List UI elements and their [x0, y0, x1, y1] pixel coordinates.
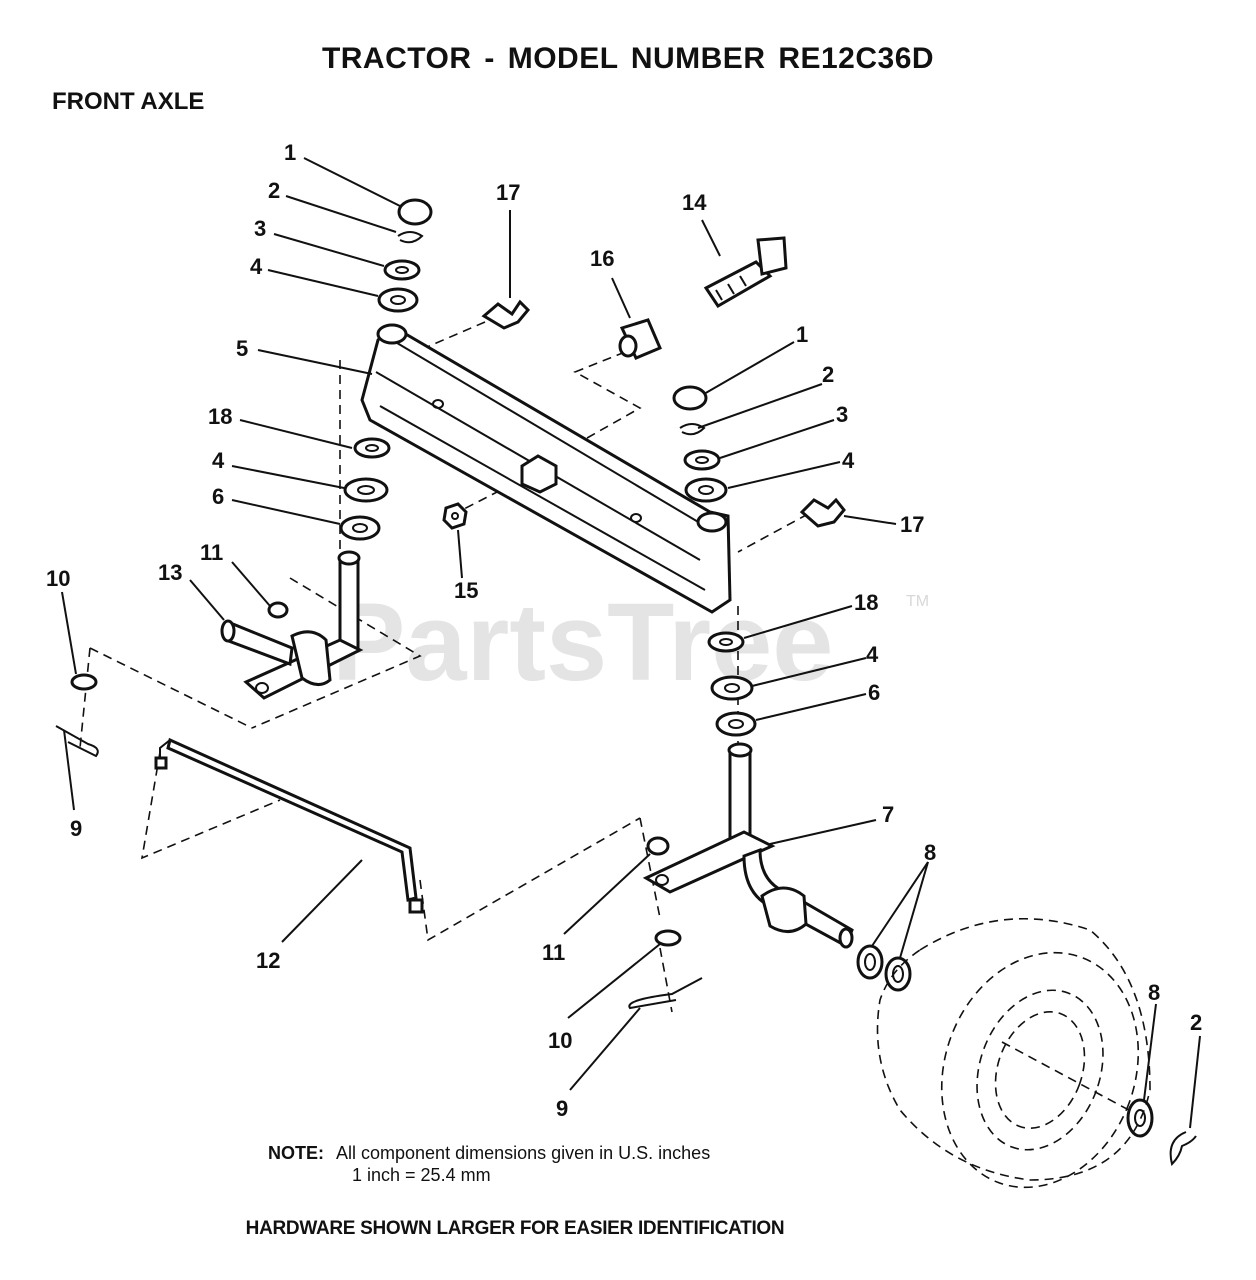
callout-9: 9 — [556, 1096, 568, 1121]
page-title: TRACTOR - MODEL NUMBER RE12C36D — [321, 42, 935, 75]
callout-3: 3 — [836, 402, 848, 427]
tie-rod — [154, 737, 424, 914]
callout-14: 14 — [682, 190, 707, 215]
callout-2: 2 — [822, 362, 834, 387]
callout-1: 1 — [796, 322, 808, 347]
assembly-lines — [79, 321, 1141, 1117]
callout-1: 1 — [284, 140, 296, 165]
watermark-tm: TM — [906, 593, 929, 610]
hardware-note: HARDWARE SHOWN LARGER FOR EASIER IDENTIF… — [245, 1218, 785, 1239]
callout-18: 18 — [854, 590, 878, 615]
callout-4: 4 — [212, 448, 225, 473]
cap-1 — [397, 198, 433, 226]
callout-16: 16 — [590, 246, 614, 271]
callout-6: 6 — [212, 484, 224, 509]
callout-11: 11 — [200, 540, 223, 565]
note-line-2: 1 inch = 25.4 mm — [352, 1165, 491, 1185]
left-spindle — [220, 550, 364, 700]
front-wheel — [876, 917, 1151, 1189]
note-label: NOTE: — [268, 1143, 324, 1163]
callout-labels: 1 2 3 4 5 18 4 6 11 13 10 9 17 16 14 1 2… — [46, 140, 1202, 1121]
callout-2: 2 — [1190, 1010, 1202, 1035]
callout-18: 18 — [208, 404, 232, 429]
callout-4: 4 — [866, 642, 879, 667]
callout-10: 10 — [548, 1028, 572, 1053]
callout-4: 4 — [250, 254, 263, 279]
callout-10: 10 — [46, 566, 70, 591]
callout-6: 6 — [868, 680, 880, 705]
callout-17: 17 — [496, 180, 520, 205]
callout-8: 8 — [1148, 980, 1160, 1005]
axle-beam — [360, 323, 732, 614]
section-title: FRONT AXLE — [52, 88, 205, 115]
dimension-note: NOTE: All component dimensions given in U… — [268, 1142, 710, 1186]
callout-4: 4 — [842, 448, 855, 473]
callout-17: 17 — [900, 512, 924, 537]
right-spindle — [642, 742, 854, 949]
callout-2: 2 — [268, 178, 280, 203]
callout-12: 12 — [256, 948, 280, 973]
callout-9: 9 — [70, 816, 82, 841]
watermark: PartsTree — [332, 581, 833, 704]
clip-2 — [397, 231, 424, 244]
leader-lines — [61, 157, 1201, 1129]
hardware — [55, 198, 1197, 1166]
note-line-1: All component dimensions given in U.S. i… — [336, 1143, 711, 1163]
callout-5: 5 — [236, 336, 248, 361]
callout-13: 13 — [158, 560, 182, 585]
callout-7: 7 — [882, 802, 894, 827]
callout-11: 11 — [542, 940, 565, 965]
callout-8: 8 — [924, 840, 936, 865]
callout-3: 3 — [254, 216, 266, 241]
callout-15: 15 — [454, 578, 478, 603]
